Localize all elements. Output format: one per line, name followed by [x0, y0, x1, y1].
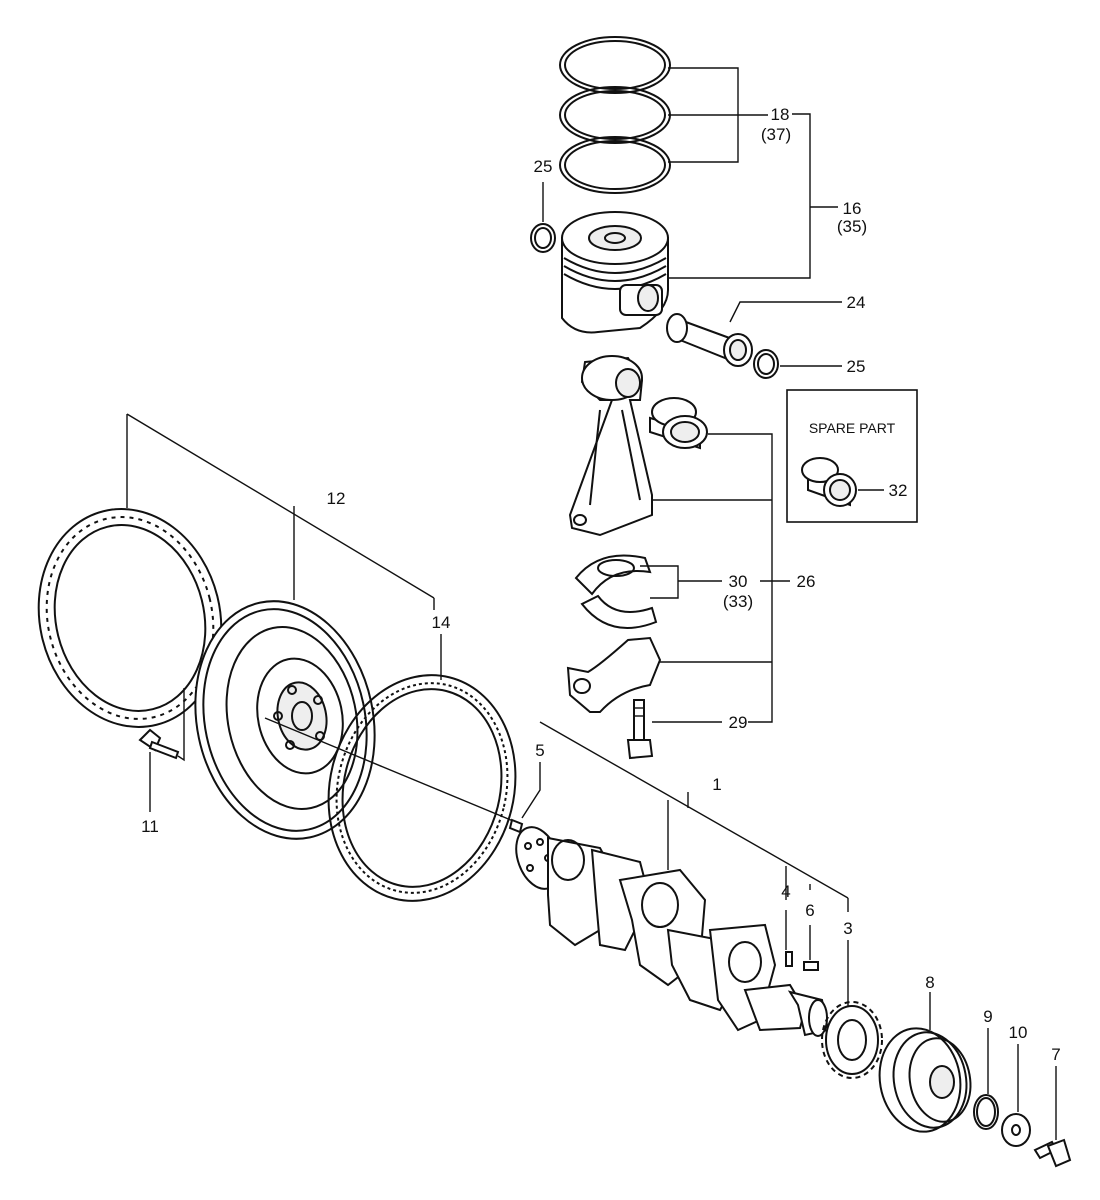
callout-16: 16: [843, 199, 862, 218]
leader-5: [521, 762, 541, 819]
callout-12: 12: [327, 489, 346, 508]
crankshaft[interactable]: [508, 821, 830, 1037]
dowel-pin[interactable]: [508, 818, 524, 834]
flywheel-bolt[interactable]: [138, 728, 180, 760]
callout-11: 11: [141, 817, 159, 836]
o-ring[interactable]: [973, 1094, 999, 1130]
leader-24: [729, 301, 842, 323]
piston-rings[interactable]: [559, 36, 671, 194]
callout-9: 9: [983, 1007, 992, 1026]
connecting-rod[interactable]: [568, 355, 653, 537]
callout-3: 3: [843, 919, 852, 938]
callout-30-alt: (33): [723, 592, 753, 611]
rod-cap[interactable]: [566, 636, 662, 713]
callout-30: 30: [729, 572, 748, 591]
key-4[interactable]: [785, 951, 793, 967]
callout-8: 8: [925, 973, 934, 992]
spare-bushing[interactable]: [801, 457, 857, 507]
piston-pin[interactable]: [666, 313, 753, 367]
callout-29: 29: [729, 713, 748, 732]
pulley-bolt[interactable]: [1033, 1138, 1072, 1168]
leader-18: [668, 67, 768, 163]
ring-gear[interactable]: [305, 655, 539, 921]
crankshaft-pulley[interactable]: [872, 1022, 977, 1138]
callout-16-alt: (35): [837, 217, 867, 236]
leader-12-main: [126, 413, 435, 599]
crankshaft-gear[interactable]: [821, 1001, 883, 1079]
callout-14: 14: [432, 613, 451, 632]
callout-6: 6: [805, 901, 814, 920]
callout-1: 1: [712, 775, 721, 794]
rod-bolt[interactable]: [626, 699, 654, 760]
callout-24: 24: [847, 293, 866, 312]
leader-30: [640, 565, 679, 599]
callout-26: 26: [797, 572, 816, 591]
pulser-ring[interactable]: [16, 489, 244, 746]
callout-25b: 25: [847, 357, 866, 376]
washer[interactable]: [1001, 1113, 1031, 1147]
leader-center: [264, 717, 519, 824]
key-6[interactable]: [803, 961, 819, 971]
spare-part-title: SPARE PART: [809, 420, 896, 436]
callout-32: 32: [889, 481, 908, 500]
leader-11b: [177, 688, 185, 762]
callout-5: 5: [535, 741, 544, 760]
small-end-bushing[interactable]: [649, 397, 708, 450]
callout-25a: 25: [534, 157, 553, 176]
piston[interactable]: [561, 211, 669, 334]
leader-16: [668, 113, 811, 279]
leader-26-bush: [708, 433, 773, 723]
snap-ring-left[interactable]: [530, 223, 556, 253]
callout-18-alt: (37): [761, 125, 791, 144]
flywheel[interactable]: [174, 584, 396, 855]
callout-18: 18: [771, 105, 790, 124]
rod-bearing-shells[interactable]: [574, 554, 658, 629]
leader-1: [539, 721, 849, 899]
callout-7: 7: [1051, 1045, 1060, 1064]
callout-4: 4: [781, 882, 790, 901]
spare-part-box: SPARE PART: [786, 389, 918, 523]
snap-ring-right[interactable]: [753, 349, 779, 379]
callout-10: 10: [1009, 1023, 1028, 1042]
